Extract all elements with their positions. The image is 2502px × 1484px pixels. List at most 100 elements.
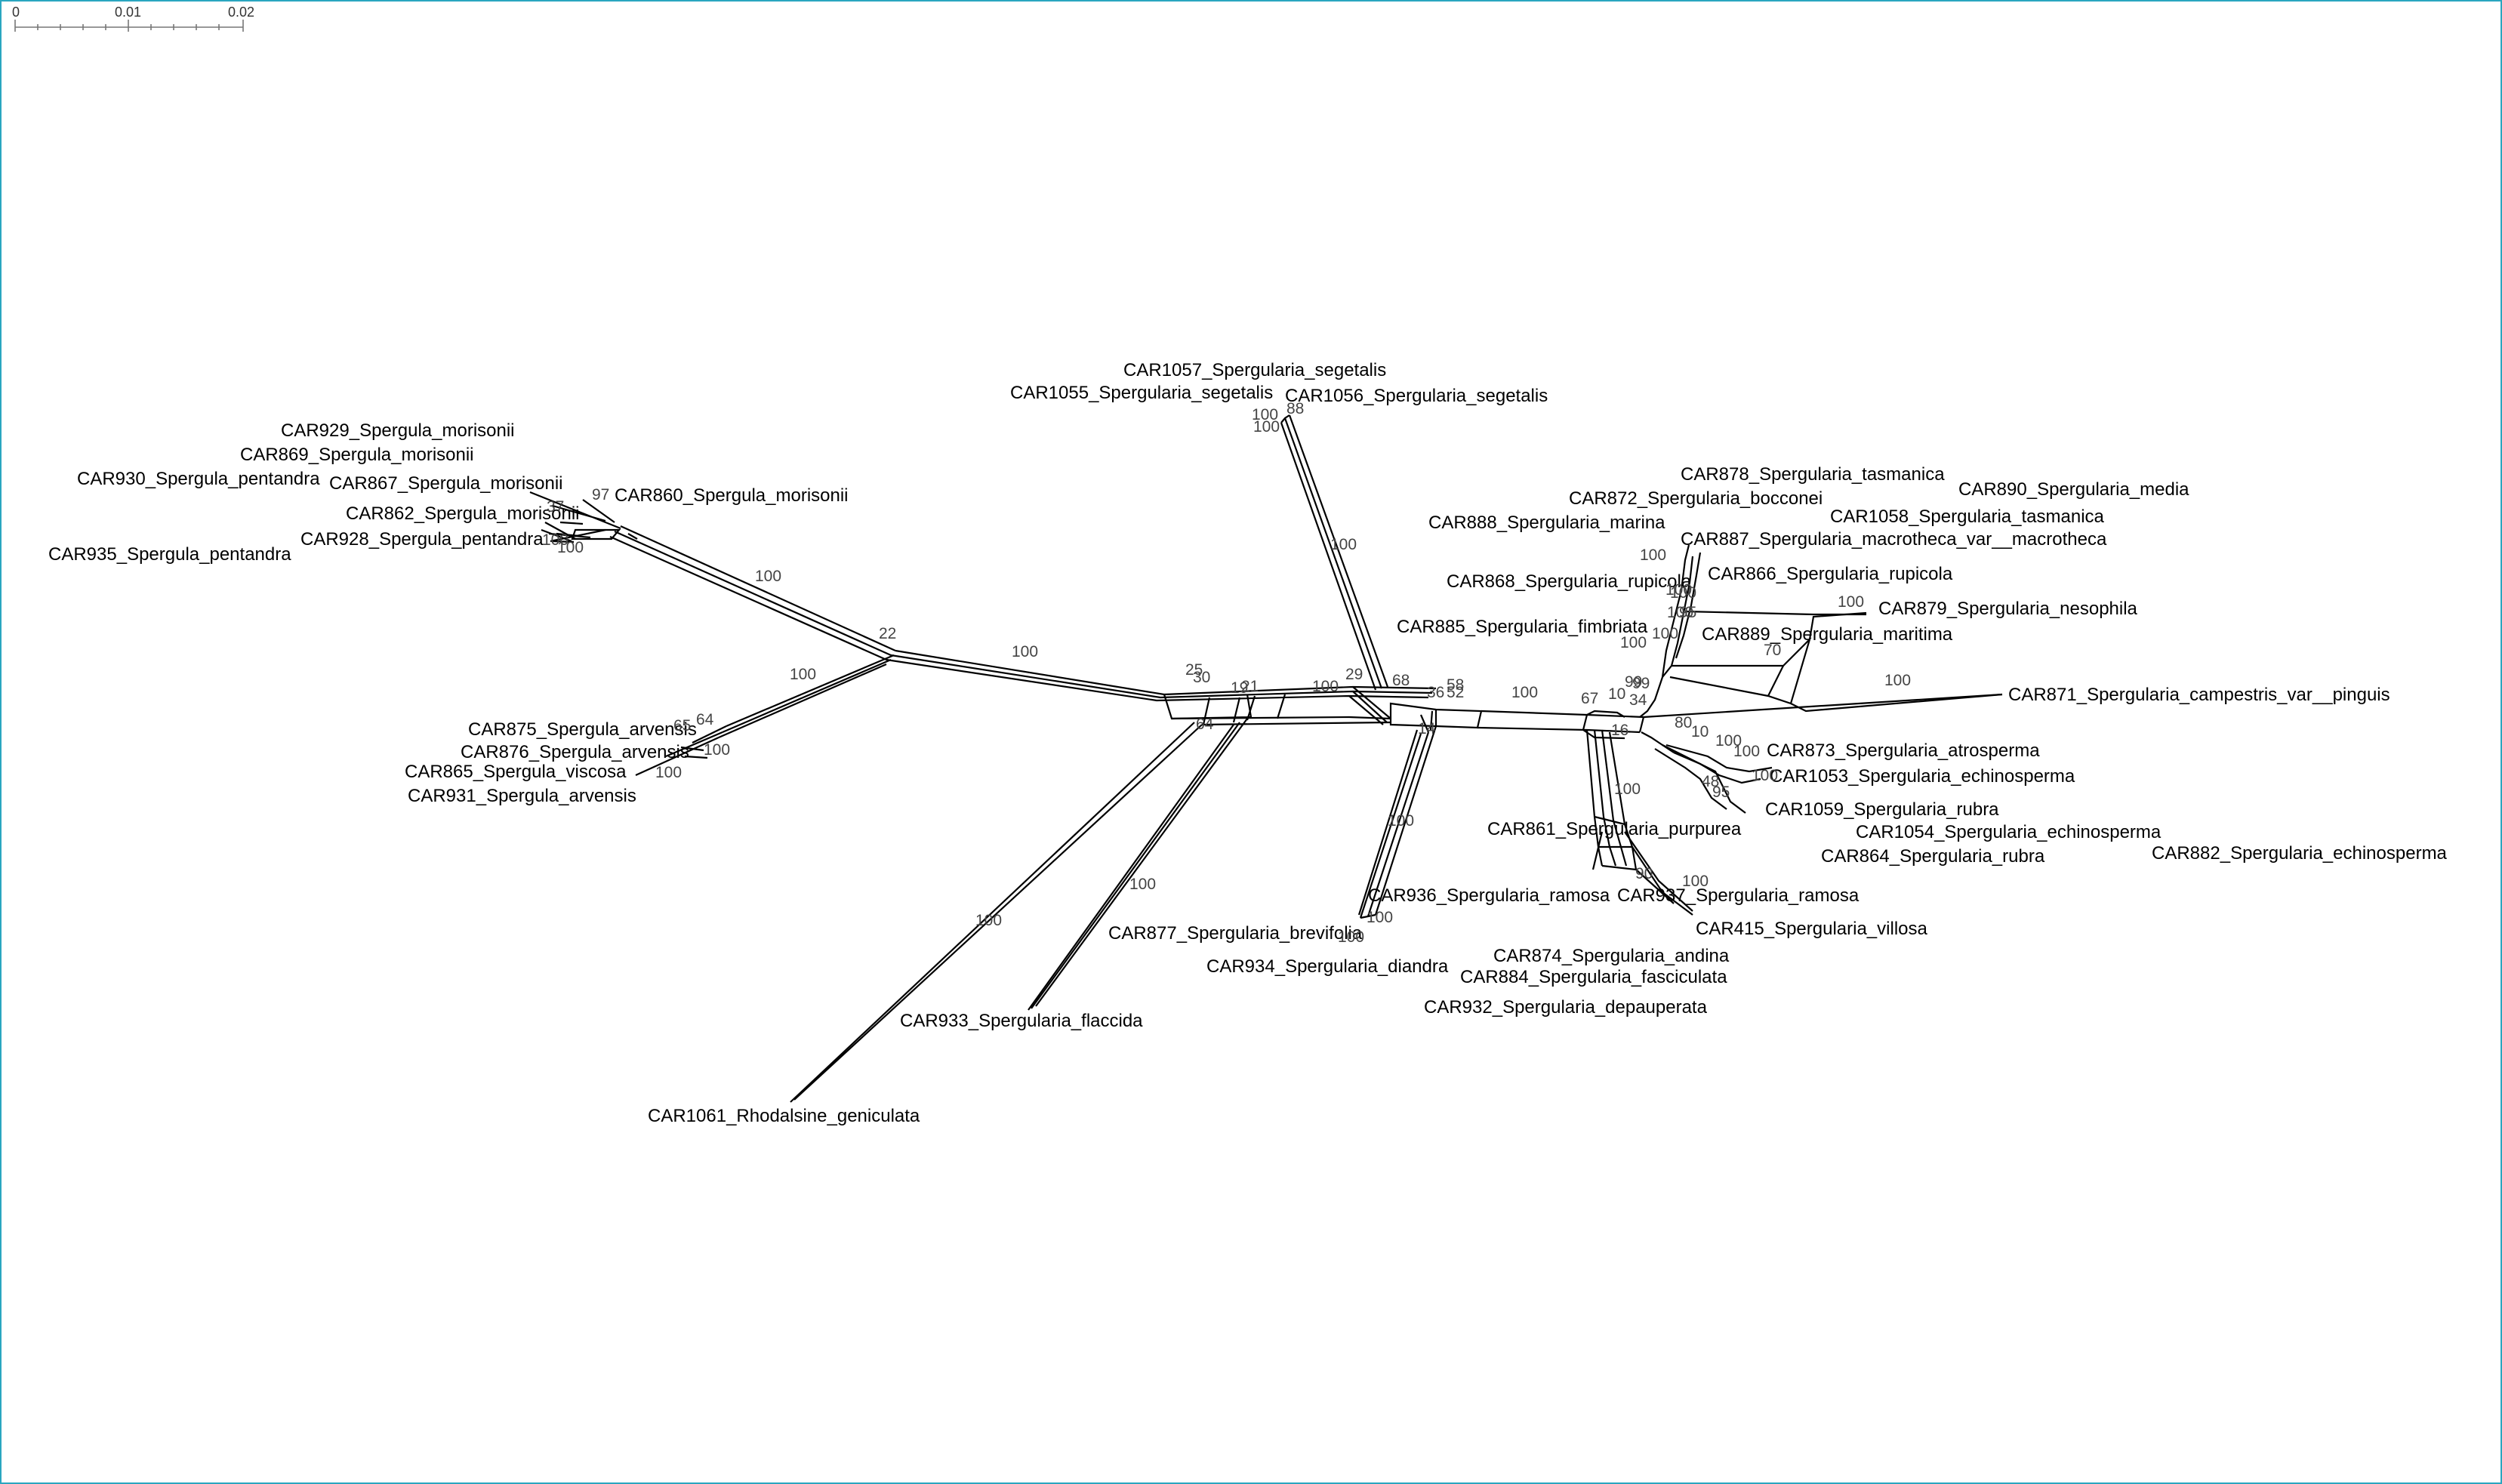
scale-tick-label: 0.02: [228, 5, 254, 20]
scale-bar: 0 0.01 0.02: [12, 5, 254, 32]
support-value: 100: [1253, 418, 1280, 436]
taxon-label[interactable]: CAR936_Spergularia_ramosa: [1368, 885, 1610, 906]
support-value: 16: [1611, 722, 1628, 739]
support-value: 52: [1447, 684, 1464, 701]
taxon-label[interactable]: CAR933_Spergularia_flaccida: [900, 1011, 1143, 1031]
taxon-label[interactable]: CAR1057_Spergularia_segetalis: [1123, 360, 1386, 380]
taxon-label[interactable]: CAR884_Spergularia_fasciculata: [1460, 967, 1727, 987]
taxon-label[interactable]: CAR935_Spergula_pentandra: [48, 544, 291, 565]
taxon-label[interactable]: CAR929_Spergula_morisonii: [281, 420, 515, 441]
taxon-label[interactable]: CAR885_Spergularia_fimbriata: [1397, 617, 1648, 637]
support-value: 70: [1764, 642, 1781, 659]
support-value: 100: [975, 912, 1002, 929]
support-value: 100: [1614, 780, 1641, 798]
taxon-label[interactable]: CAR1061_Rhodalsine_geniculata: [648, 1106, 920, 1126]
support-value: 29: [1345, 666, 1363, 683]
support-value: 22: [879, 625, 896, 642]
support-value: 48: [1702, 773, 1719, 790]
support-value: 65: [673, 717, 691, 734]
support-value: 80: [1675, 714, 1692, 731]
taxon-label[interactable]: CAR937_Spergularia_ramosa: [1617, 885, 1860, 906]
taxon-label[interactable]: CAR887_Spergularia_macrotheca_var__macro…: [1681, 529, 2107, 550]
support-value: 97: [592, 486, 609, 503]
support-value: 100: [1330, 536, 1357, 553]
scale-tick-label: 0.01: [115, 5, 141, 20]
taxon-label[interactable]: CAR930_Spergula_pentandra: [77, 469, 320, 489]
support-value: 100: [704, 741, 730, 759]
taxon-label[interactable]: CAR860_Spergula_morisonii: [615, 485, 849, 506]
taxon-label[interactable]: CAR1055_Spergularia_segetalis: [1010, 383, 1273, 403]
support-value: 95: [1679, 604, 1696, 621]
taxon-label[interactable]: CAR415_Spergularia_villosa: [1696, 919, 1927, 939]
taxon-label[interactable]: CAR871_Spergularia_campestris_var__pingu…: [2008, 685, 2390, 705]
support-value: 100: [1733, 743, 1760, 760]
scale-tick-label: 0: [12, 5, 20, 20]
support-values: 100 100 88 100 100 22 100 100 100 25 30 …: [542, 400, 1911, 946]
taxon-label[interactable]: CAR867_Spergula_morisonii: [329, 473, 563, 494]
taxon-label[interactable]: CAR1053_Spergularia_echinosperma: [1770, 766, 2075, 787]
taxon-label[interactable]: CAR861_Spergularia_purpurea: [1487, 819, 1742, 839]
support-value: 100: [1338, 928, 1364, 946]
support-value: 100: [1640, 546, 1666, 564]
support-value: 100: [1670, 584, 1696, 602]
taxon-label[interactable]: CAR865_Spergula_viscosa: [405, 762, 627, 782]
taxon-label[interactable]: CAR1054_Spergularia_echinosperma: [1856, 822, 2162, 842]
taxon-label[interactable]: CAR866_Spergularia_rupicola: [1708, 564, 1953, 584]
taxon-label[interactable]: CAR879_Spergularia_nesophila: [1878, 599, 2138, 619]
taxon-label[interactable]: CAR874_Spergularia_andina: [1493, 946, 1730, 966]
support-value: 100: [1129, 876, 1156, 893]
support-value: 30: [1193, 669, 1210, 686]
support-value: 88: [1286, 400, 1304, 417]
support-value: 100: [655, 764, 682, 781]
taxon-label[interactable]: CAR889_Spergularia_maritima: [1702, 624, 1953, 645]
support-value: 64: [1196, 716, 1214, 733]
taxon-label[interactable]: CAR873_Spergularia_atrosperma: [1767, 740, 2040, 761]
taxon-label[interactable]: CAR890_Spergularia_media: [1958, 479, 2189, 500]
support-value: 100: [542, 531, 568, 549]
taxon-label[interactable]: CAR862_Spergula_morisonii: [346, 503, 580, 524]
support-value: 36: [1427, 684, 1444, 701]
support-value: 10: [1691, 723, 1709, 740]
support-value: 25: [1185, 661, 1203, 679]
support-value: 99: [1632, 675, 1650, 692]
support-value: 90: [1635, 865, 1653, 882]
taxon-label[interactable]: CAR864_Spergularia_rubra: [1821, 846, 2045, 867]
support-value: 100: [1252, 406, 1278, 423]
support-value: 68: [1392, 672, 1410, 689]
taxon-label[interactable]: CAR882_Spergularia_echinosperma: [2152, 843, 2448, 864]
support-value: 100: [1012, 643, 1038, 660]
taxon-label[interactable]: CAR1056_Spergularia_segetalis: [1285, 386, 1548, 406]
support-value: 100: [1665, 581, 1692, 599]
taxon-label[interactable]: CAR1058_Spergularia_tasmanica: [1830, 506, 2105, 527]
taxon-labels: CAR1057_Spergularia_segetalis CAR1055_Sp…: [48, 360, 2448, 1126]
support-value: 100: [790, 666, 816, 683]
taxon-label[interactable]: CAR872_Spergularia_bocconei: [1569, 488, 1823, 509]
taxon-label[interactable]: CAR876_Spergula_arvensis: [461, 742, 689, 762]
taxon-label[interactable]: CAR878_Spergularia_tasmanica: [1681, 464, 1945, 485]
support-value: 58: [1447, 676, 1464, 694]
support-value: 10: [1608, 685, 1625, 703]
taxon-label[interactable]: CAR877_Spergularia_brevifolia: [1108, 923, 1363, 944]
support-value: 100: [1682, 873, 1709, 890]
support-value: 95: [1712, 784, 1730, 801]
support-value: 100: [1667, 604, 1693, 621]
support-value: 100: [1715, 732, 1742, 750]
taxon-label[interactable]: CAR1059_Spergularia_rubra: [1765, 799, 1999, 820]
support-value: 14: [1418, 720, 1436, 737]
taxon-label[interactable]: CAR934_Spergularia_diandra: [1206, 956, 1449, 977]
support-value: 100: [1388, 812, 1414, 830]
taxon-label[interactable]: CAR928_Spergula_pentandra: [300, 529, 544, 550]
taxon-label[interactable]: CAR888_Spergularia_marina: [1428, 513, 1665, 533]
taxon-label[interactable]: CAR869_Spergula_morisonii: [240, 445, 474, 465]
support-value: 100: [1620, 634, 1647, 651]
support-value: 100: [1752, 767, 1778, 784]
taxon-label[interactable]: CAR868_Spergularia_rupicola: [1447, 571, 1692, 592]
taxon-label[interactable]: CAR931_Spergula_arvensis: [408, 786, 636, 806]
network-edges: [529, 414, 2003, 1103]
support-value: 37: [547, 498, 564, 516]
taxon-label[interactable]: CAR875_Spergula_arvensis: [468, 719, 697, 740]
support-value: 100: [1884, 672, 1911, 689]
taxon-label[interactable]: CAR932_Spergularia_depauperata: [1424, 997, 1708, 1018]
